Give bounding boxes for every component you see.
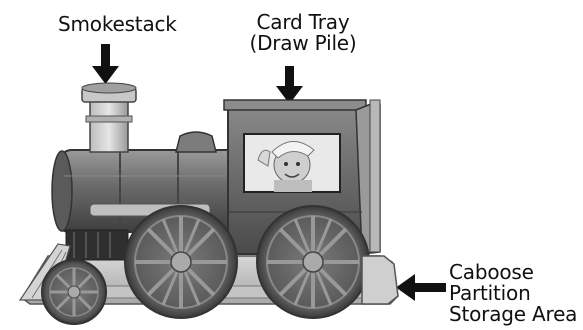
- card-tray-cab: [223, 99, 381, 255]
- caboose-label-line2: Partition: [449, 281, 531, 305]
- middle-large-wheel: [124, 205, 238, 319]
- card-tray-label-line2: (Draw Pile): [249, 31, 357, 55]
- front-small-wheel: [41, 259, 107, 325]
- smokestack-label-text: Smokestack: [58, 12, 177, 36]
- caboose-label: Caboose Partition Storage Area: [449, 262, 577, 325]
- rear-large-wheel: [256, 205, 370, 319]
- smokestack-label: Smokestack: [58, 14, 177, 35]
- smokestack: [81, 82, 137, 153]
- smokestack-arrow: [92, 44, 119, 84]
- caboose-label-line1: Caboose: [449, 260, 534, 284]
- caboose-label-line3: Storage Area: [449, 302, 578, 326]
- card-tray-label-line1: Card Tray: [256, 10, 350, 34]
- caboose-partition-storage-area: [361, 255, 399, 305]
- caboose-arrow: [396, 274, 446, 301]
- conductor-figure: [257, 141, 315, 192]
- card-tray-arrow: [276, 66, 303, 104]
- card-tray-label: Card Tray (Draw Pile): [248, 12, 358, 54]
